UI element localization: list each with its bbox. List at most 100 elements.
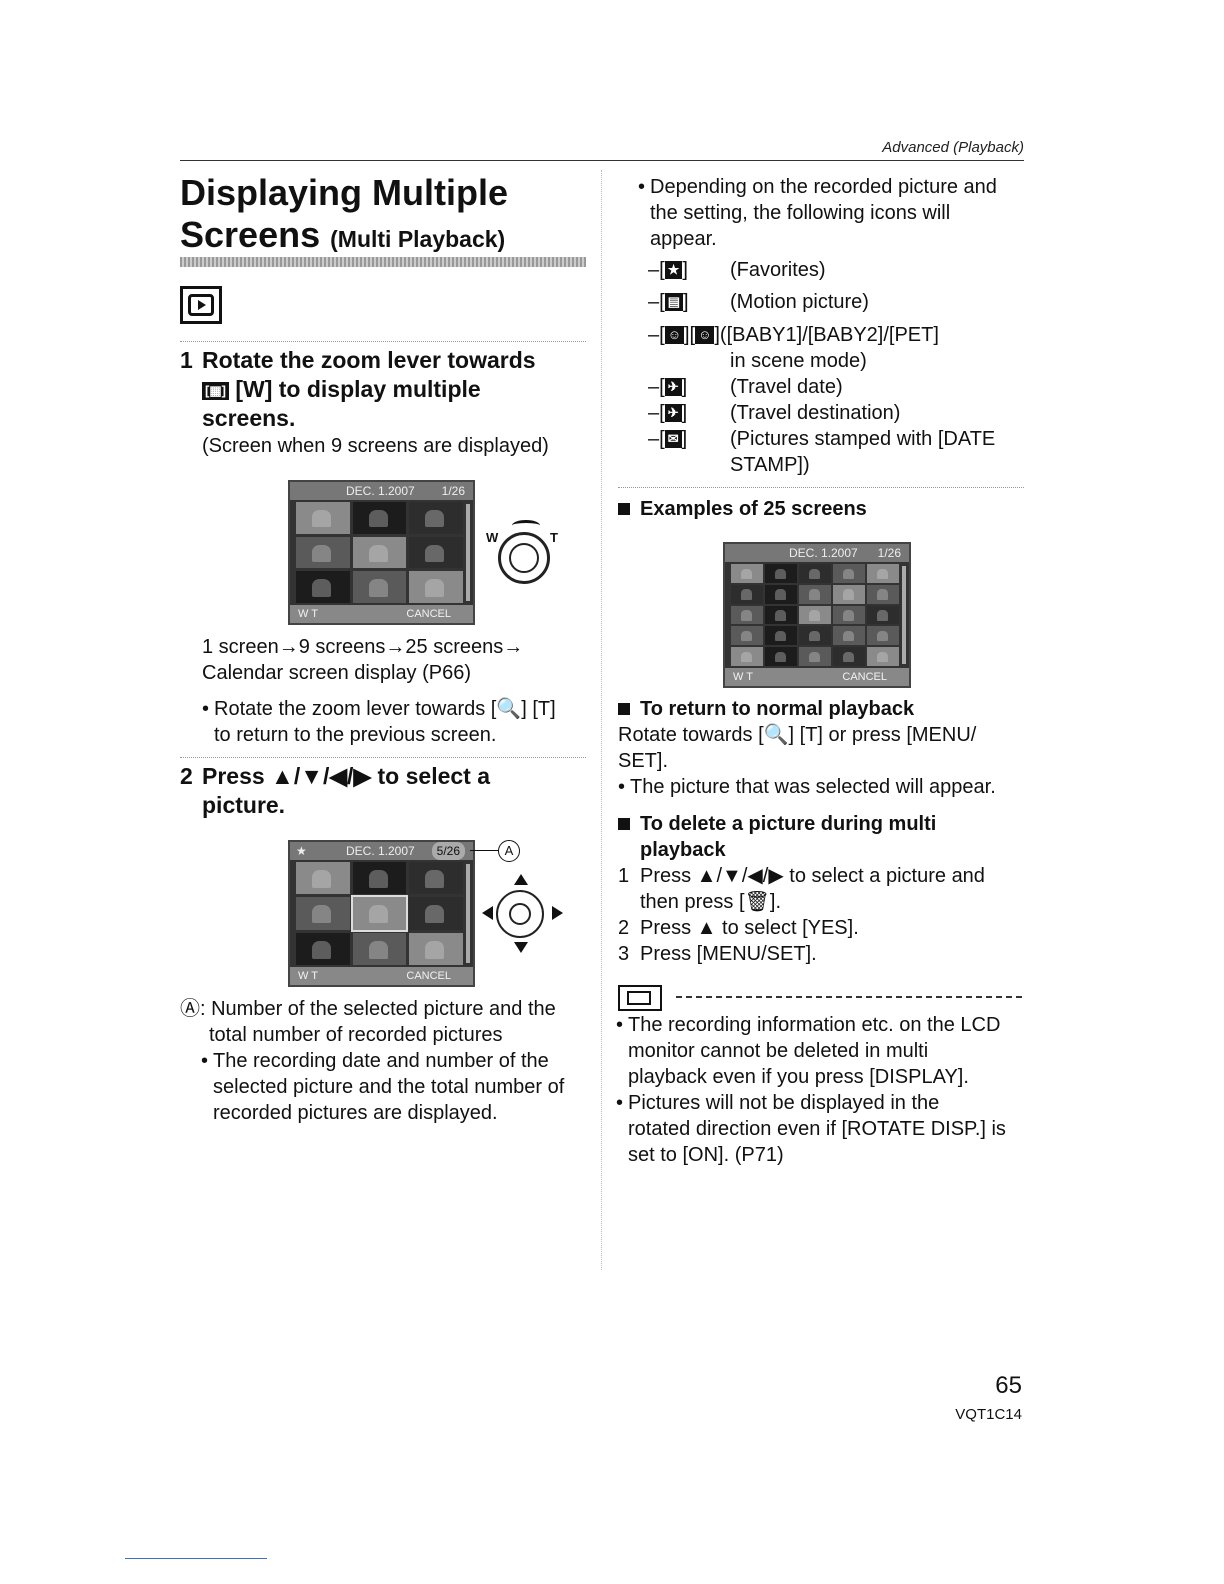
thumbnail	[296, 502, 350, 534]
step-1-number: 1	[180, 347, 193, 373]
step-number: 3	[618, 943, 630, 965]
note-bullet: Pictures will not be displayed in the ro…	[616, 1090, 1006, 1168]
dial-w-label: W	[486, 530, 499, 545]
examples-heading: Examples of 25 screens	[618, 496, 867, 522]
thumbnail	[296, 862, 350, 895]
bracket: ]	[682, 291, 689, 313]
icon-item-favorites: –[★]	[648, 257, 688, 283]
step-1-bullet: Rotate the zoom lever towards [🔍] [T] to…	[202, 696, 556, 748]
note-bullet: The recording information etc. on the LC…	[616, 1012, 1000, 1090]
playback-mode-icon	[180, 286, 222, 324]
lcd-bottom-bar: W T CANCEL	[290, 967, 473, 985]
title-underline	[180, 257, 586, 267]
return-line-1: Rotate towards [🔍] [T] or press [MENU/	[618, 724, 977, 746]
divider	[180, 341, 586, 342]
thumbnail	[833, 564, 865, 583]
thumbnail	[765, 605, 797, 625]
zoom-lever-icon	[498, 532, 550, 584]
delete-step: then press [🗑].	[618, 889, 985, 915]
step-1-line-2-text: [W] to display multiple	[235, 376, 481, 402]
step-2-bullet-line-1: The recording date and number of the	[213, 1050, 549, 1072]
multi-screen-icon: [▦]	[202, 382, 229, 400]
dash: –[	[648, 291, 665, 313]
note-line: set to [ON]. (P71)	[628, 1144, 784, 1166]
favorite-star-icon: ★	[296, 844, 307, 858]
icon-item-motion: –[▤]	[648, 289, 689, 315]
dash: –[	[648, 324, 665, 346]
step-number: 2	[618, 917, 630, 939]
step-text: Press ▲ to select [YES].	[640, 917, 859, 939]
dash: –[	[648, 402, 665, 424]
icon-desc-travel-dest: (Travel destination)	[730, 402, 901, 424]
return-heading: To return to normal playback	[618, 696, 914, 722]
lcd-cancel: CANCEL	[406, 608, 451, 620]
delete-steps: 1 Press ▲/▼/◀/▶ to select a picture and t…	[618, 863, 985, 967]
zoom-lever-inner-icon	[509, 543, 539, 573]
icons-intro: Depending on the recorded picture and th…	[638, 174, 997, 252]
thumbnail	[352, 536, 407, 569]
thumbnail	[296, 571, 350, 603]
lcd-date: DEC. 1.2007	[789, 546, 858, 560]
bracket: ]	[681, 402, 688, 424]
step-text: Press ▲/▼/◀/▶ to select a picture and	[640, 865, 985, 887]
thumbnail-grid	[296, 502, 463, 603]
thumbnail	[296, 536, 350, 569]
note-line: playback even if you press [DISPLAY].	[628, 1066, 969, 1088]
note-line: monitor cannot be deleted in multi	[628, 1040, 929, 1062]
thumbnail	[765, 626, 797, 646]
page-title: Displaying Multiple Screens (Multi Playb…	[180, 172, 600, 260]
dash: –[	[648, 428, 665, 450]
step-1-line-1: Rotate the zoom lever towards	[202, 347, 536, 373]
thumbnail	[409, 571, 463, 603]
step-2-heading: 2 Press ▲/▼/◀/▶ to select a picture.	[180, 762, 592, 820]
dash: –[	[648, 259, 665, 281]
lcd-zoom-hint: W T	[298, 608, 318, 620]
thumbnail	[765, 564, 797, 583]
arrow-right-icon	[552, 906, 563, 920]
step-1-heading: 1 Rotate the zoom lever towards [▦] [W] …	[180, 346, 592, 433]
thumbnail	[409, 502, 463, 534]
delete-heading-line-1: To delete a picture during multi	[640, 813, 937, 835]
step-1-line-2: [▦] [W] to display multiple	[202, 375, 592, 404]
icons-intro-line-3: appear.	[650, 228, 717, 250]
icon-desc-date-stamp: (Pictures stamped with [DATE	[730, 428, 996, 450]
thumbnail	[296, 897, 350, 930]
thumbnail	[765, 647, 797, 666]
lcd-date: DEC. 1.2007	[346, 844, 415, 858]
step-1-bullet-line-1: Rotate the zoom lever towards [🔍] [T]	[214, 698, 556, 720]
delete-step: 1 Press ▲/▼/◀/▶ to select a picture and	[618, 863, 985, 889]
thumbnail	[799, 605, 831, 625]
step-2-line-1: Press ▲/▼/◀/▶ to select a	[202, 763, 491, 789]
lcd-count: 1/26	[877, 546, 901, 560]
step-2-bullet-line-3: recorded pictures are displayed.	[213, 1102, 498, 1124]
memo-divider	[676, 996, 1022, 998]
step-text: then press [🗑].	[640, 891, 782, 913]
step-1-bullet-line-2: to return to the previous screen.	[214, 724, 497, 746]
lcd-zoom-hint: W T	[298, 970, 318, 982]
thumbnail	[409, 536, 463, 569]
thumbnail	[799, 564, 831, 583]
page-title-main: Displaying Multiple Screens	[180, 172, 509, 255]
thumbnail	[867, 605, 899, 625]
lcd-count: 5/26	[431, 842, 465, 860]
motion-picture-icon: ▤	[664, 293, 683, 311]
thumbnail	[731, 584, 763, 604]
lcd-scrollbar	[902, 566, 906, 664]
callout-a-label: A	[498, 840, 520, 862]
lcd-top-bar: DEC. 1.2007 1/26	[290, 482, 473, 500]
step-2-bullet-line-2: selected picture and the total number of	[213, 1076, 565, 1098]
thumbnail	[833, 584, 865, 604]
step-number: 1	[618, 865, 630, 887]
icons-intro-line-1: Depending on the recorded picture and	[650, 176, 997, 198]
footer-line	[125, 1558, 267, 1559]
dial-t-label: T	[550, 530, 558, 545]
thumbnail	[409, 862, 463, 895]
delete-heading-line-2: playback	[640, 839, 726, 861]
section-label: Advanced (Playback)	[882, 139, 1024, 156]
thumbnail	[799, 626, 831, 646]
thumbnail	[352, 932, 407, 965]
document-code: VQT1C14	[955, 1406, 1022, 1423]
cursor-pad-center-icon	[509, 903, 531, 925]
